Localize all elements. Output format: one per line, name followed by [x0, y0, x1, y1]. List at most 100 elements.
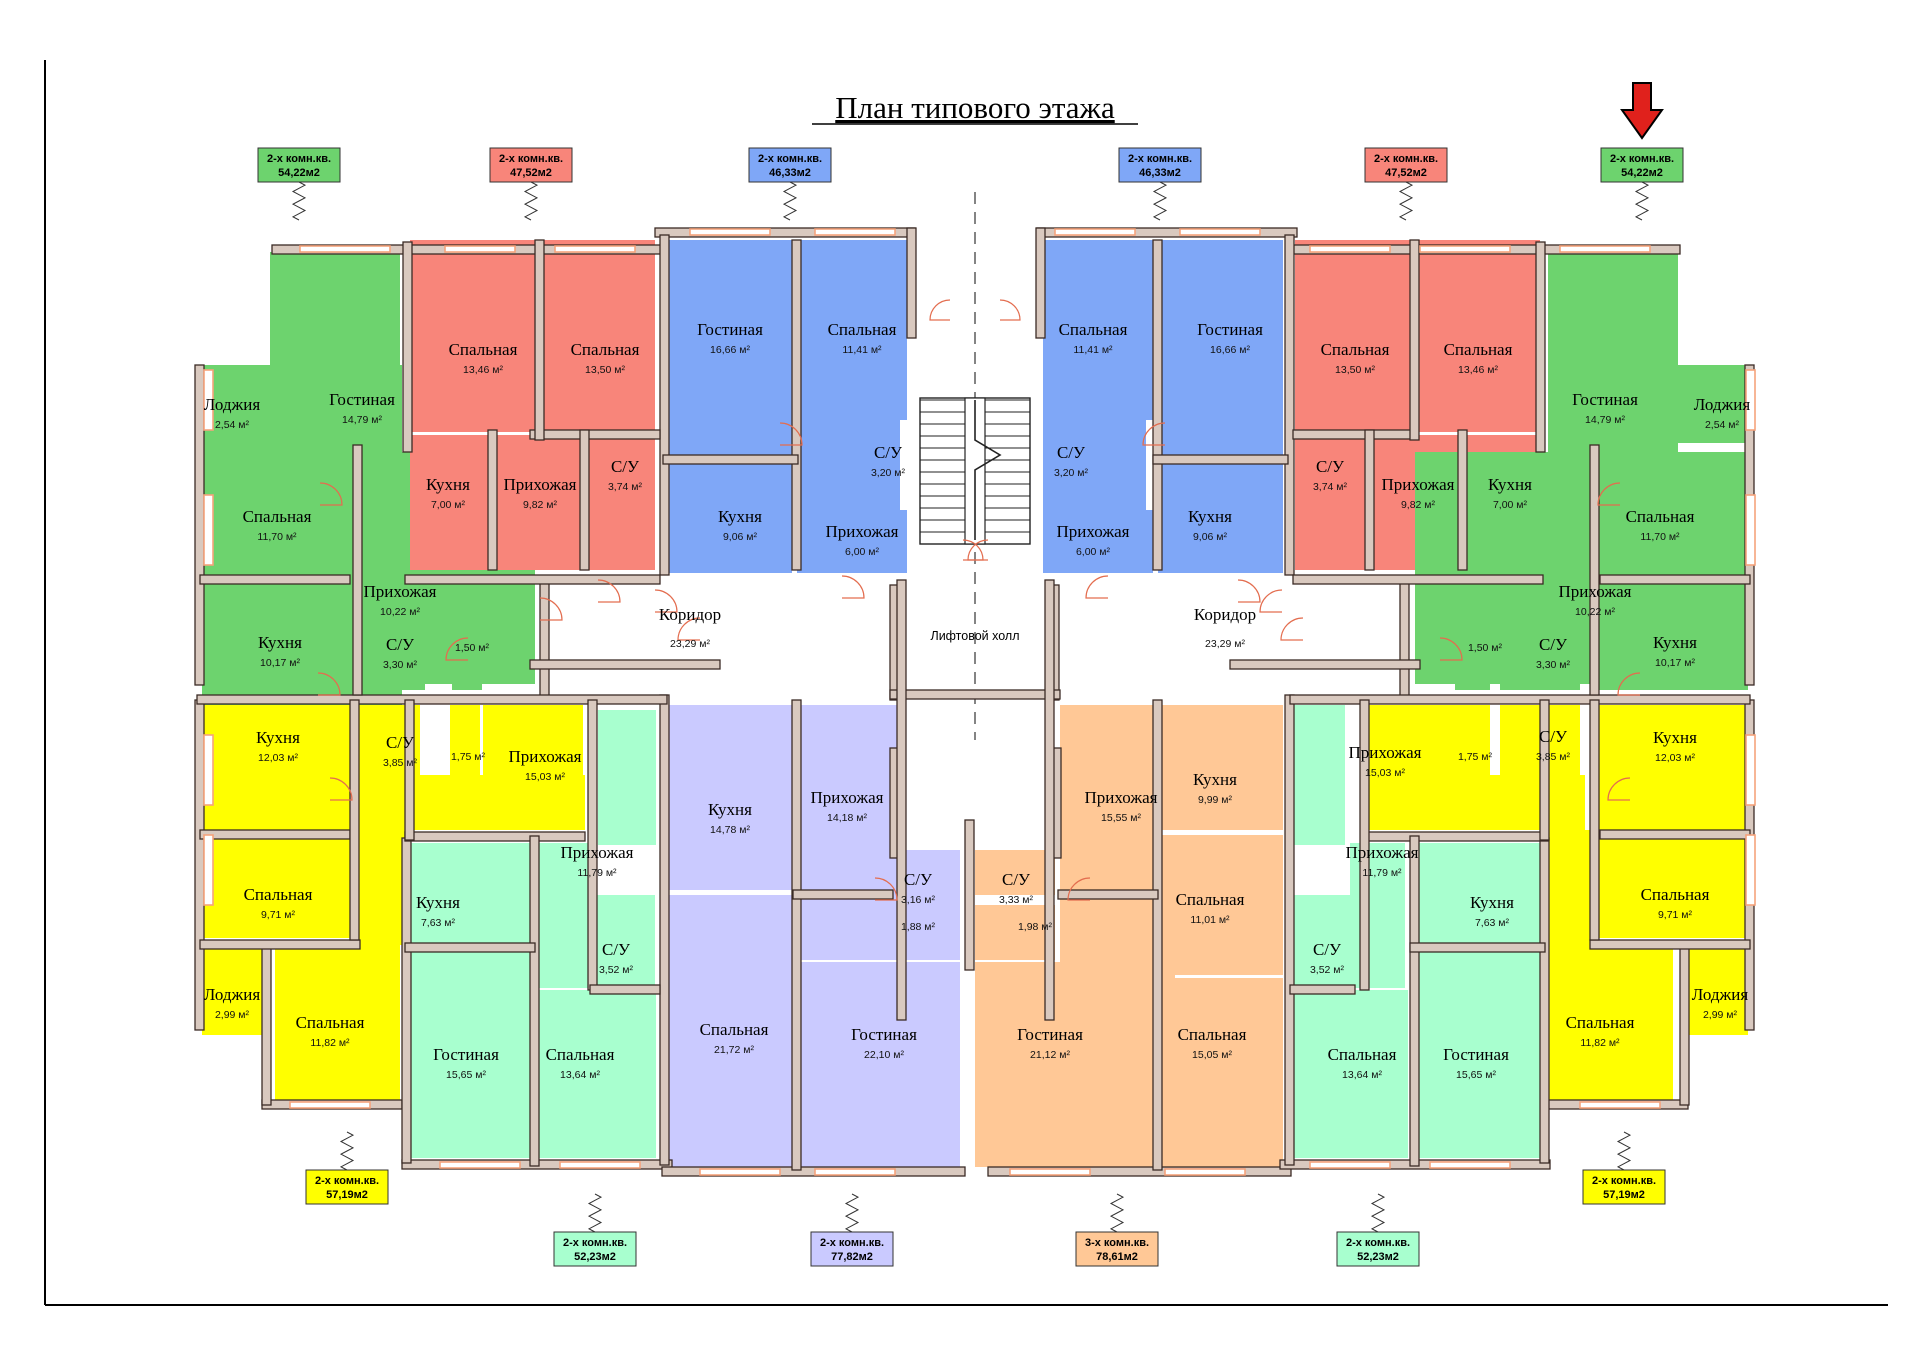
- leader-line: [523, 181, 539, 221]
- room-fill-25: [1415, 240, 1540, 432]
- room-area: 14,79 м²: [1585, 414, 1625, 426]
- apartment-area: 77,82м2: [831, 1251, 873, 1263]
- apartment-tag-box: [1336, 1231, 1420, 1267]
- room-name: Кухня: [1488, 475, 1532, 494]
- room-name: Кухня: [1470, 893, 1514, 912]
- wall-35: [1152, 239, 1163, 571]
- door-swing-12: [1237, 579, 1261, 603]
- room-area: 13,50 м²: [1335, 364, 1375, 376]
- wall-44: [404, 831, 586, 842]
- corridor-name: Коридор: [659, 605, 721, 624]
- room-area: 12,03 м²: [258, 752, 298, 764]
- room-area: 10,17 м²: [1655, 657, 1695, 669]
- apartment-tag-box: [1582, 1169, 1666, 1205]
- apartment-type: 2-х комн.кв.: [267, 153, 331, 165]
- wall-32: [659, 694, 670, 1166]
- wall-54: [534, 239, 545, 441]
- room-label-32: С/У3,30 м²: [1536, 635, 1571, 671]
- room-name: Спальная: [571, 340, 640, 359]
- window-0: [203, 369, 214, 431]
- apartment-area: 52,23м2: [574, 1251, 616, 1263]
- apartment-area: 52,23м2: [1357, 1251, 1399, 1263]
- room-name: Прихожая: [509, 747, 582, 766]
- room-fill-65: [1290, 705, 1345, 845]
- room-fill-7: [410, 240, 535, 432]
- wall-68: [529, 835, 540, 1167]
- room-fill-24: [1295, 240, 1410, 432]
- wall-47: [1292, 429, 1419, 440]
- window-24: [1009, 1168, 1091, 1176]
- apartment-type: 3-х комн.кв.: [1085, 1237, 1149, 1249]
- room-area: 7,63 м²: [421, 917, 456, 929]
- wall-45: [1367, 831, 1549, 842]
- room-label-66: С/У3,85 м²: [1536, 727, 1571, 763]
- room-area: 11,79 м²: [1362, 867, 1402, 879]
- room-area: 3,74 м²: [1313, 481, 1348, 493]
- room-fill-70: [1415, 950, 1540, 1158]
- wall-71: [1409, 942, 1546, 953]
- room-area: 11,70 м²: [257, 531, 297, 543]
- wall-60: [199, 829, 351, 840]
- apartment-tag-box: [257, 147, 341, 183]
- room-fill-5: [355, 630, 425, 690]
- wall-53: [1599, 574, 1751, 585]
- apartment-tag-r-right: 2-х комн.кв.47,52м2: [1364, 147, 1448, 221]
- window-3: [203, 834, 214, 906]
- window-21: [559, 1161, 641, 1169]
- window-22: [699, 1168, 781, 1176]
- room-area: 1,75 м²: [1458, 751, 1493, 763]
- window-17: [1559, 245, 1651, 253]
- room-name: Гостиная: [1017, 1025, 1083, 1044]
- apartment-tag-box: [1075, 1231, 1159, 1267]
- door-swing-5: [319, 482, 343, 506]
- apartment-area: 54,22м2: [1621, 167, 1663, 179]
- room-area: 3,30 м²: [383, 659, 418, 671]
- window-12: [814, 228, 896, 236]
- room-fill-26: [1295, 435, 1370, 570]
- room-name: Прихожая: [561, 843, 634, 862]
- door-swing-9: [841, 575, 865, 599]
- room-name: Прихожая: [811, 788, 884, 807]
- room-name: С/У: [386, 733, 415, 752]
- wall-73: [1359, 699, 1370, 991]
- room-fill-31: [1598, 452, 1748, 577]
- room-fill-59: [975, 905, 1055, 960]
- room-label-52: С/У3,33 м²: [999, 870, 1034, 906]
- wall-26: [889, 689, 1061, 700]
- room-area: 22,10 м²: [864, 1049, 904, 1061]
- apartment-tag-m-left: 2-х комн.кв.52,23м2: [553, 1193, 637, 1267]
- room-fill-72: [1460, 705, 1490, 775]
- wall-19: [1535, 241, 1546, 453]
- door-swing-0: [779, 422, 803, 446]
- room-fill-21: [1043, 510, 1153, 573]
- apartment-type: 2-х комн.кв.: [315, 1175, 379, 1187]
- apartment-area: 78,61м2: [1096, 1251, 1138, 1263]
- wall-39: [1044, 579, 1055, 1021]
- apartment-tag-box: [810, 1231, 894, 1267]
- door-swing-14: [1439, 637, 1463, 661]
- room-name: Прихожая: [1346, 843, 1419, 862]
- wall-11: [661, 1166, 966, 1177]
- window-19: [1579, 1101, 1661, 1109]
- room-area: 3,74 м²: [608, 481, 643, 493]
- room-name: С/У: [386, 635, 415, 654]
- wall-41: [1292, 574, 1544, 585]
- room-label-11: С/У3,74 м²: [608, 457, 643, 493]
- room-name: С/У: [1539, 635, 1568, 654]
- staircase: [919, 397, 1031, 545]
- window-8: [299, 245, 391, 253]
- room-area: 3,85 м²: [1536, 751, 1571, 763]
